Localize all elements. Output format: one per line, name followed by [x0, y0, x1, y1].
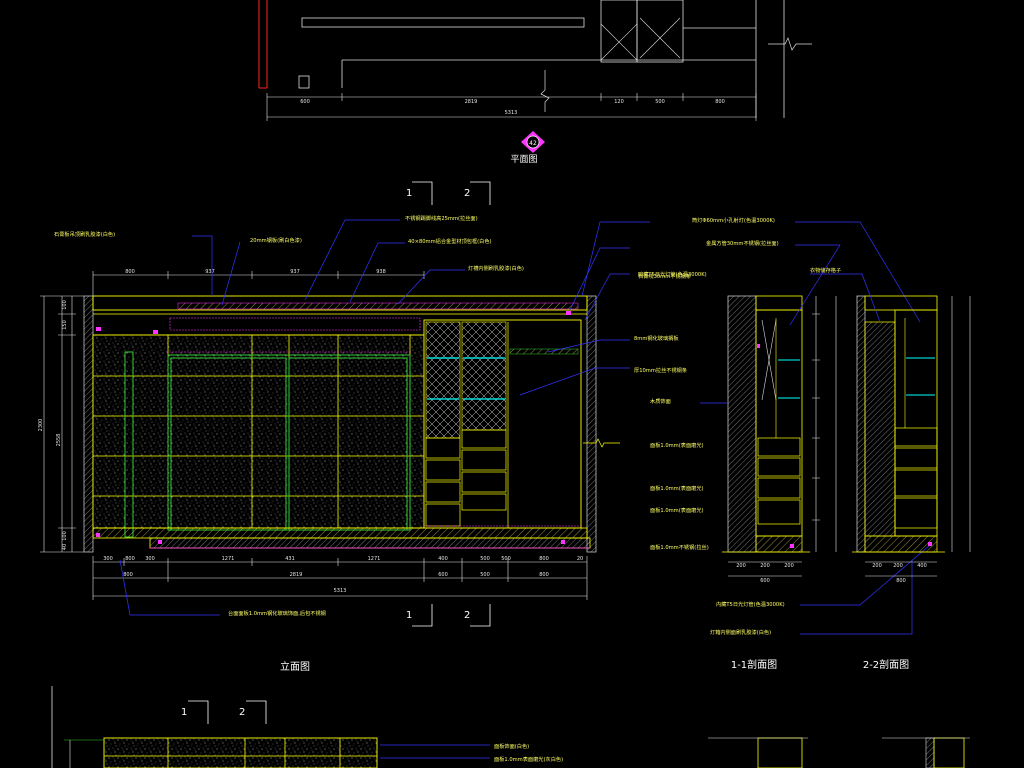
elev-dim-bot-5: 431 [285, 556, 295, 562]
elev-dim-left-5: 100 [62, 531, 68, 541]
elev-note-2: 20mm钢板(刷白色漆) [250, 236, 302, 244]
elev-dim-bot2-5: 800 [539, 572, 549, 578]
lower-note-2: 面板1.0mm表面磨光(灰白色) [494, 755, 563, 763]
elev-dim-bot2-4: 500 [480, 572, 490, 578]
elev-dim-top-2: 937 [205, 269, 215, 275]
elevation-title: 立面图 [280, 660, 310, 673]
sec1-bottom-note-1: 内藏T5日光灯管(色温3000K) [716, 600, 785, 608]
elev-dim-bot-8: 500 [480, 556, 490, 562]
plan-drawing: 600 2819 120 500 800 5313 42 平面图 [258, 0, 812, 165]
section-1-drawing: 200 200 200 600 筒灯Φ60mm小孔射灯(色温3000K) 金属方… [638, 216, 931, 671]
elev-note-5: 灯槽内侧刷乳胶漆(白色) [468, 264, 524, 272]
plan-dim-2: 2819 [465, 99, 478, 105]
elev-dim-bot-11: 20 [577, 556, 583, 562]
section-2-title: 2-2剖面图 [863, 658, 909, 671]
elev-dim-top-4: 938 [376, 269, 386, 275]
sec1-note-3: 暗藏T5日光灯管(色温3000K) [638, 270, 707, 278]
section-mark-2-top: 2 [464, 188, 470, 199]
sec1-note-2: 金属方管30mm不锈钢(拉丝面) [706, 239, 779, 247]
elev-note-10: 面板1.0mm(表面磨光) [650, 441, 704, 449]
elev-dim-bot2-1: 800 [123, 572, 133, 578]
elev-dim-bot2-2: 2819 [290, 572, 303, 578]
sec2-dim-3: 400 [917, 563, 927, 569]
section-mark-1-top: 1 [406, 188, 412, 199]
plan-title: 平面图 [510, 154, 537, 165]
sec2-note-1: 衣物储存格子 [810, 266, 841, 274]
section-mark-2-bottom: 2 [464, 610, 470, 621]
elev-note-8: 厚10mm拉丝不锈钢条 [634, 366, 687, 374]
elev-dim-total: 5313 [334, 588, 347, 594]
elev-dim-bot-7: 400 [438, 556, 448, 562]
elev-note-3: 不锈钢踢脚线高25mm(拉丝面) [405, 214, 478, 222]
plan-badge: 42 [529, 140, 537, 147]
plan-dim-total: 5313 [505, 110, 518, 116]
elev-dim-bot2-3: 600 [438, 572, 448, 578]
elev-dim-bot-9: 500 [501, 556, 511, 562]
section-mark-1-bottom: 1 [406, 610, 412, 621]
elev-dim-left-4: 2558 [56, 434, 62, 447]
elev-dim-bot-10: 800 [539, 556, 549, 562]
elev-dim-bot-4: 1271 [222, 556, 235, 562]
section-2-drawing: 200 200 400 800 衣物储存格子 2-2剖面图 [810, 266, 971, 671]
sec1-dim-total: 600 [760, 578, 770, 584]
elev-dim-bot-2: 800 [125, 556, 135, 562]
elev-dim-top-1: 800 [125, 269, 135, 275]
elev-note-7: 8mm钢化玻璃搁板 [634, 334, 679, 342]
elev-dim-bot-1: 300 [103, 556, 113, 562]
elev-dim-bot-3: 300 [145, 556, 155, 562]
elev-note-11: 面板1.0mm(表面磨光) [650, 484, 704, 492]
section-mark-2-lower: 2 [239, 707, 245, 718]
plan-dim-5: 800 [715, 99, 725, 105]
plan-dim-1: 600 [300, 99, 310, 105]
elev-dim-bot-6: 1271 [368, 556, 381, 562]
sec2-dim-1: 200 [872, 563, 882, 569]
elev-note-1: 石膏板吊顶刷乳胶漆(白色) [54, 230, 115, 238]
sec2-dim-2: 200 [893, 563, 903, 569]
elevation-drawing: 800 937 937 938 100 150 2300 2558 100 40… [38, 214, 709, 673]
elev-dim-left-2: 150 [62, 320, 68, 330]
section-marks-bottom: 1 2 [406, 604, 491, 627]
elev-note-12: 面板1.0mm(表面磨光) [650, 506, 704, 514]
sec1-bottom-note-2: 灯箱内侧面刷乳胶漆(白色) [710, 628, 771, 636]
elev-dim-left-3: 2300 [38, 419, 44, 432]
sec1-dim-3: 200 [784, 563, 794, 569]
elev-dim-left-6: 40 [62, 544, 68, 550]
section-1-title: 1-1剖面图 [731, 658, 777, 671]
elev-dim-left-1: 100 [62, 300, 68, 310]
elev-dim-top-3: 937 [290, 269, 300, 275]
section-marks-top: 1 2 [406, 181, 491, 205]
sec1-dim-1: 200 [736, 563, 746, 569]
section-mark-1-lower: 1 [181, 707, 187, 718]
plan-dim-3: 120 [614, 99, 624, 105]
sec1-dim-2: 200 [760, 563, 770, 569]
elev-note-13: 面板1.0mm不锈钢(拉丝) [650, 543, 709, 551]
lower-plan-drawing: 1 2 面板饰面(白色) 面板1.0mm表面磨光(灰白色) [51, 686, 970, 768]
lower-note-1: 面板饰面(白色) [494, 742, 529, 750]
elev-note-6: 石膏线30mm不锈钢条 [638, 272, 691, 280]
elev-note-4: 40×80mm铝合金型材顶包框(白色) [408, 237, 492, 245]
sec1-note-1: 筒灯Φ60mm小孔射灯(色温3000K) [692, 216, 775, 224]
elev-note-9: 木质饰面 [650, 397, 671, 405]
elev-bottom-note: 台面面板1.0mm钢化玻璃饰面,后包不锈钢 [228, 609, 326, 617]
sec2-dim-total: 800 [896, 578, 906, 584]
plan-dim-4: 500 [655, 99, 665, 105]
